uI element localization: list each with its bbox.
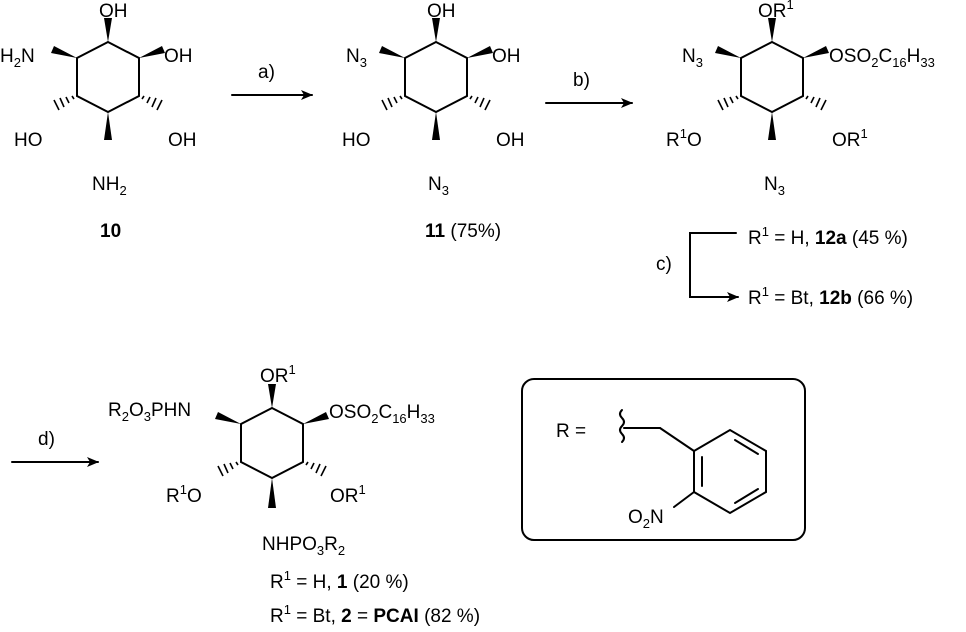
- wedge-bond: [432, 112, 440, 140]
- substituent-or-lower-left: R1O: [166, 482, 202, 507]
- cyclohexane-ring: [76, 40, 140, 114]
- wedge-bond: [268, 384, 276, 408]
- compound-id: 10: [100, 221, 121, 242]
- compound-caption: 11 (75%): [425, 221, 501, 242]
- attachment-squiggle: [619, 409, 625, 443]
- hashed-bond: [469, 95, 491, 111]
- yield: (20 %): [353, 572, 409, 593]
- substituent-sulfonate-upper-right: OSO2C16H33: [329, 402, 435, 426]
- label: OH: [168, 130, 197, 151]
- substituent-azide-bottom: N3: [428, 174, 449, 198]
- compound-id: 1: [337, 572, 348, 593]
- compound-11: OH OH N3 HO OH N3 11 (75%): [342, 1, 525, 242]
- hashed-bond: [305, 461, 327, 477]
- substituent-amine-bottom: NH2: [92, 174, 127, 198]
- reaction-arrow-c: [689, 232, 739, 302]
- r-group-frame: [521, 378, 806, 541]
- substituent-azide-bottom: N3: [764, 174, 785, 198]
- substituent-amine-upper-left: H2N: [0, 46, 35, 70]
- label: OH: [496, 130, 525, 151]
- wedge-bond: [768, 18, 776, 42]
- wedge-bond: [768, 112, 776, 140]
- wedge-bond: [303, 412, 329, 424]
- compound-id: 12b: [819, 288, 852, 309]
- variant-2: R1 = Bt, 2 = PCAI (82 %): [270, 602, 480, 627]
- substituent-oh-top: OH: [99, 1, 128, 22]
- aromatic-double-bond: [734, 439, 759, 455]
- cyclohexane-ring: [404, 40, 468, 114]
- substituent-sulfonate-upper-right: OSO2C16H33: [829, 46, 935, 70]
- yield: (75%): [450, 221, 501, 242]
- substituent-or-top: OR1: [758, 0, 794, 22]
- variant-12a: R1 = H, 12a (45 %): [748, 224, 908, 249]
- label: OH: [99, 1, 128, 22]
- substituent-or-lower-right: OR1: [832, 126, 868, 151]
- label: OH: [427, 1, 456, 22]
- substituent-phosphoramide-bottom: NHPO3R2: [262, 534, 345, 558]
- substituent-oh-upper-right: OH: [492, 46, 521, 67]
- wedge-bond: [215, 412, 241, 424]
- substituent-oh-top: OH: [427, 1, 456, 22]
- step-label-b: b): [573, 70, 590, 91]
- wedge-bond: [139, 46, 165, 58]
- step-label-c: c): [656, 254, 672, 275]
- compound-id: 2: [341, 606, 352, 627]
- wedge-bond: [268, 478, 276, 508]
- substituent-ho-lower-left: HO: [14, 130, 43, 151]
- label: OH: [164, 46, 193, 67]
- step-label-a: a): [258, 62, 275, 83]
- wedge-bond: [379, 46, 405, 58]
- compound-name: PCAI: [373, 606, 418, 627]
- r-group-label: R =: [556, 421, 586, 442]
- label: OH: [492, 46, 521, 67]
- substituent-azide-upper-left: N3: [682, 46, 703, 70]
- substituent-oh-lower-right: OH: [496, 130, 525, 151]
- variant-12b: R1 = Bt, 12b (66 %): [748, 284, 913, 309]
- cyclohexane-ring: [240, 406, 304, 480]
- substituent-or-lower-right: OR1: [330, 482, 366, 507]
- yield: (66 %): [857, 288, 913, 309]
- bond: [673, 491, 695, 508]
- hashed-bond: [217, 461, 239, 477]
- substituent-oh-upper-right: OH: [164, 46, 193, 67]
- nitro-group: O2N: [628, 507, 664, 531]
- variant-1: R1 = H, 1 (20 %): [270, 568, 409, 593]
- substituent-or-lower-left: R1O: [666, 126, 702, 151]
- wedge-bond: [715, 46, 741, 58]
- hashed-bond: [141, 95, 163, 111]
- r-group-box: R = O2N: [521, 378, 806, 541]
- substituent-azide-upper-left: N3: [346, 46, 367, 70]
- wedge-bond: [803, 46, 829, 58]
- yield: (82 %): [424, 606, 480, 627]
- hashed-bond: [717, 95, 739, 111]
- label: HO: [14, 130, 43, 151]
- wedge-bond: [432, 18, 440, 42]
- cyclohexane-ring: [740, 40, 804, 114]
- wedge-bond: [104, 18, 112, 42]
- aromatic-double-bond: [734, 488, 759, 504]
- bond: [659, 427, 695, 452]
- substituent-oh-lower-right: OH: [168, 130, 197, 151]
- wedge-bond: [104, 112, 112, 140]
- benzene-ring: [693, 428, 767, 515]
- substituent-phosphoramide-upper-left: R2O3PHN: [108, 400, 191, 424]
- compound-id: 11: [425, 221, 446, 242]
- substituent-or-top: OR1: [260, 362, 296, 387]
- label: HO: [342, 130, 371, 151]
- compound-10: OH OH H2N HO OH NH2: [0, 1, 197, 242]
- compound-final: OR1 OSO2C16H33 R2O3PHN R1O OR1 NHPO3R2 R…: [108, 362, 480, 627]
- hashed-bond: [381, 95, 403, 111]
- wedge-bond: [467, 46, 493, 58]
- hashed-bond: [805, 95, 827, 111]
- compound-12: OR1 OSO2C16H33 N3 R1O OR1 N3 R1 = H, 12a…: [666, 0, 935, 309]
- step-label-d: d): [38, 429, 55, 450]
- substituent-ho-lower-left: HO: [342, 130, 371, 151]
- wedge-bond: [51, 46, 77, 58]
- yield: (45 %): [852, 228, 908, 249]
- compound-id: 12a: [815, 228, 847, 249]
- hashed-bond: [53, 95, 75, 111]
